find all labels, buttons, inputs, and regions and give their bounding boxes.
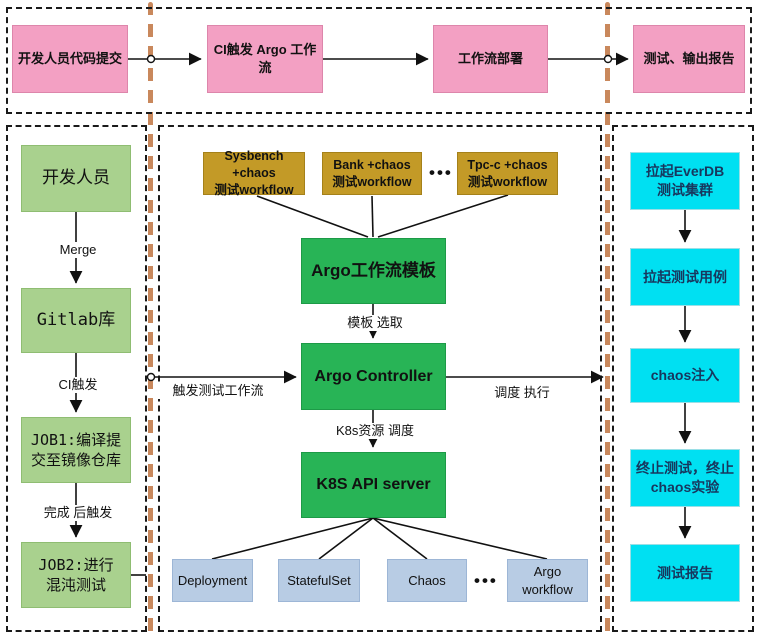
node-job2-chaos-test: JOB2:进行 混沌测试 xyxy=(21,542,131,608)
arrow-label-template-select: 模板 选取 xyxy=(333,315,417,332)
node-chaos: Chaos xyxy=(387,559,467,602)
node-ci-trigger-argo-workflow: CI触发 Argo 工作流 xyxy=(207,25,323,93)
arrow-label-done-trigger: 完成 后触发 xyxy=(31,505,125,522)
panel-top-phase-band xyxy=(6,7,752,114)
node-test-output-report: 测试、输出报告 xyxy=(633,25,745,93)
node-dev-code-commit: 开发人员代码提交 xyxy=(12,25,128,93)
node-developer: 开发人员 xyxy=(21,145,131,212)
node-tpcc-chaos-workflow: Tpc-c +chaos 测试workflow xyxy=(457,152,558,195)
arrow-label-k8s-resource-schedule: K8s资源 调度 xyxy=(323,423,427,440)
panel-left-git-flow xyxy=(6,125,147,632)
node-test-report: 测试报告 xyxy=(630,544,740,602)
node-argo-workflow-template: Argo工作流模板 xyxy=(301,238,446,304)
arrow-label-trigger-test-workflow: 触发测试工作流 xyxy=(157,383,279,400)
node-gitlab-repo: Gitlab库 xyxy=(21,288,131,353)
node-bank-chaos-workflow: Bank +chaos 测试workflow xyxy=(322,152,422,195)
node-job1-build-push-image: JOB1:编译提 交至镜像仓库 xyxy=(21,417,131,483)
arrow-label-dispatch-execute: 调度 执行 xyxy=(470,385,574,402)
node-sysbench-chaos-workflow: Sysbench +chaos 测试workflow xyxy=(203,149,305,197)
panel-right-test-steps xyxy=(612,125,754,632)
node-deployment: Deployment xyxy=(172,559,253,602)
phase-divider-line-1 xyxy=(148,2,153,635)
node-launch-test-cases: 拉起测试用例 xyxy=(630,248,740,306)
arrow-label-ci-trigger: CI触发 xyxy=(41,377,115,394)
node-argo-controller: Argo Controller xyxy=(301,343,446,410)
node-stop-test-stop-chaos: 终止测试，终止 chaos实验 xyxy=(630,449,740,507)
arrow-label-merge: Merge xyxy=(46,242,110,259)
node-launch-everdb-cluster: 拉起EverDB 测试集群 xyxy=(630,152,740,210)
resource-ellipsis: ••• xyxy=(474,571,498,590)
node-k8s-api-server: K8S API server xyxy=(301,452,446,518)
phase-divider-line-2 xyxy=(605,2,610,635)
node-chaos-inject: chaos注入 xyxy=(630,348,740,403)
workflow-ellipsis: ••• xyxy=(429,163,453,182)
node-statefulset: StatefulSet xyxy=(278,559,360,602)
node-argo-workflow-resource: Argo workflow xyxy=(507,559,588,602)
node-workflow-deploy: 工作流部署 xyxy=(433,25,548,93)
